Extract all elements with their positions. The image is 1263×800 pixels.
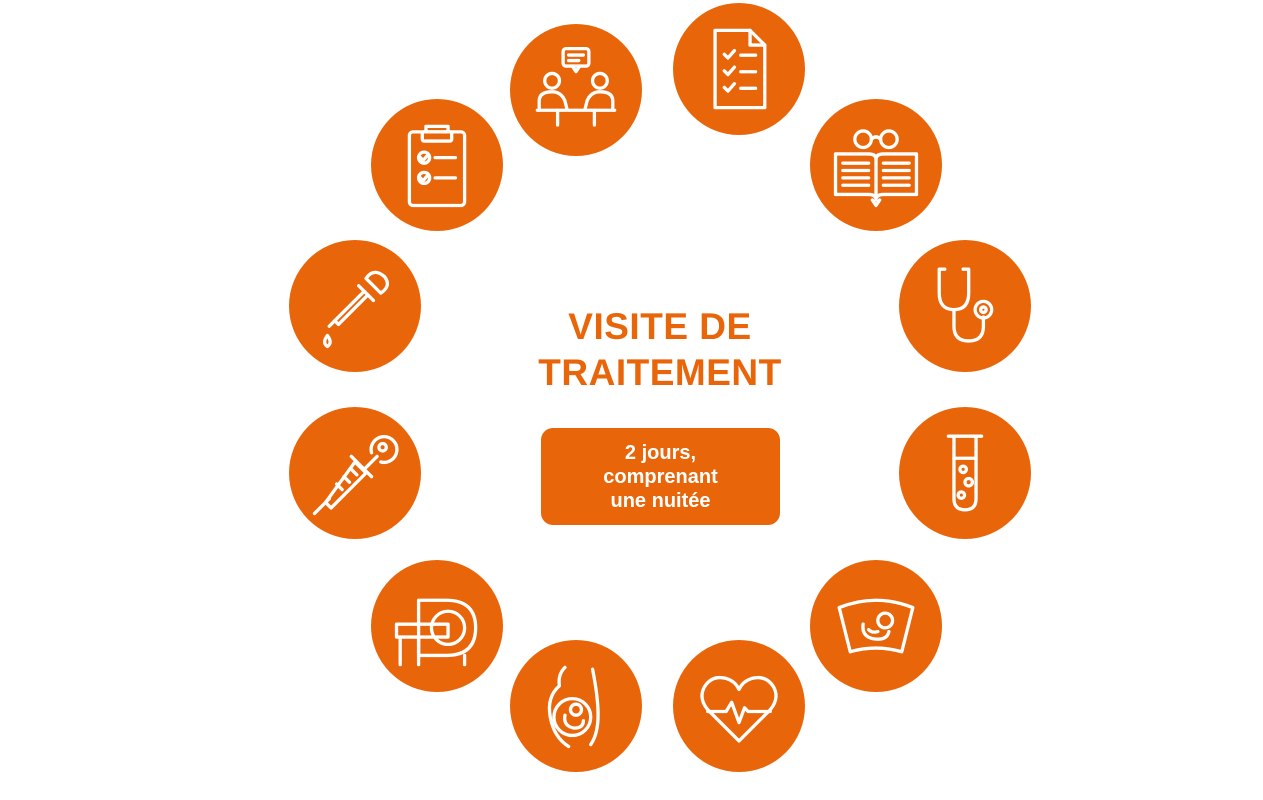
ultrasound-icon xyxy=(810,560,942,692)
duration-badge: 2 jours, comprenant une nuitée xyxy=(541,428,780,525)
title-line-1: VISITE DE xyxy=(568,306,752,347)
title-line-2: TRAITEMENT xyxy=(538,352,782,393)
syringe-icon xyxy=(289,407,421,539)
clipboard-checklist-icon xyxy=(371,99,503,231)
dropper-icon xyxy=(289,240,421,372)
badge-line-1: 2 jours, xyxy=(624,441,697,464)
heart-rate-icon xyxy=(673,640,805,772)
pregnancy-icon xyxy=(510,640,642,772)
badge-line-2: comprenant xyxy=(603,465,718,488)
consultation-icon xyxy=(510,24,642,156)
checklist-document-icon xyxy=(673,3,805,135)
badge-line-3: une nuitée xyxy=(610,489,711,512)
mri-scanner-icon xyxy=(371,560,503,692)
stethoscope-icon xyxy=(899,240,1031,372)
test-tube-icon xyxy=(899,407,1031,539)
open-book-glasses-icon xyxy=(810,99,942,231)
